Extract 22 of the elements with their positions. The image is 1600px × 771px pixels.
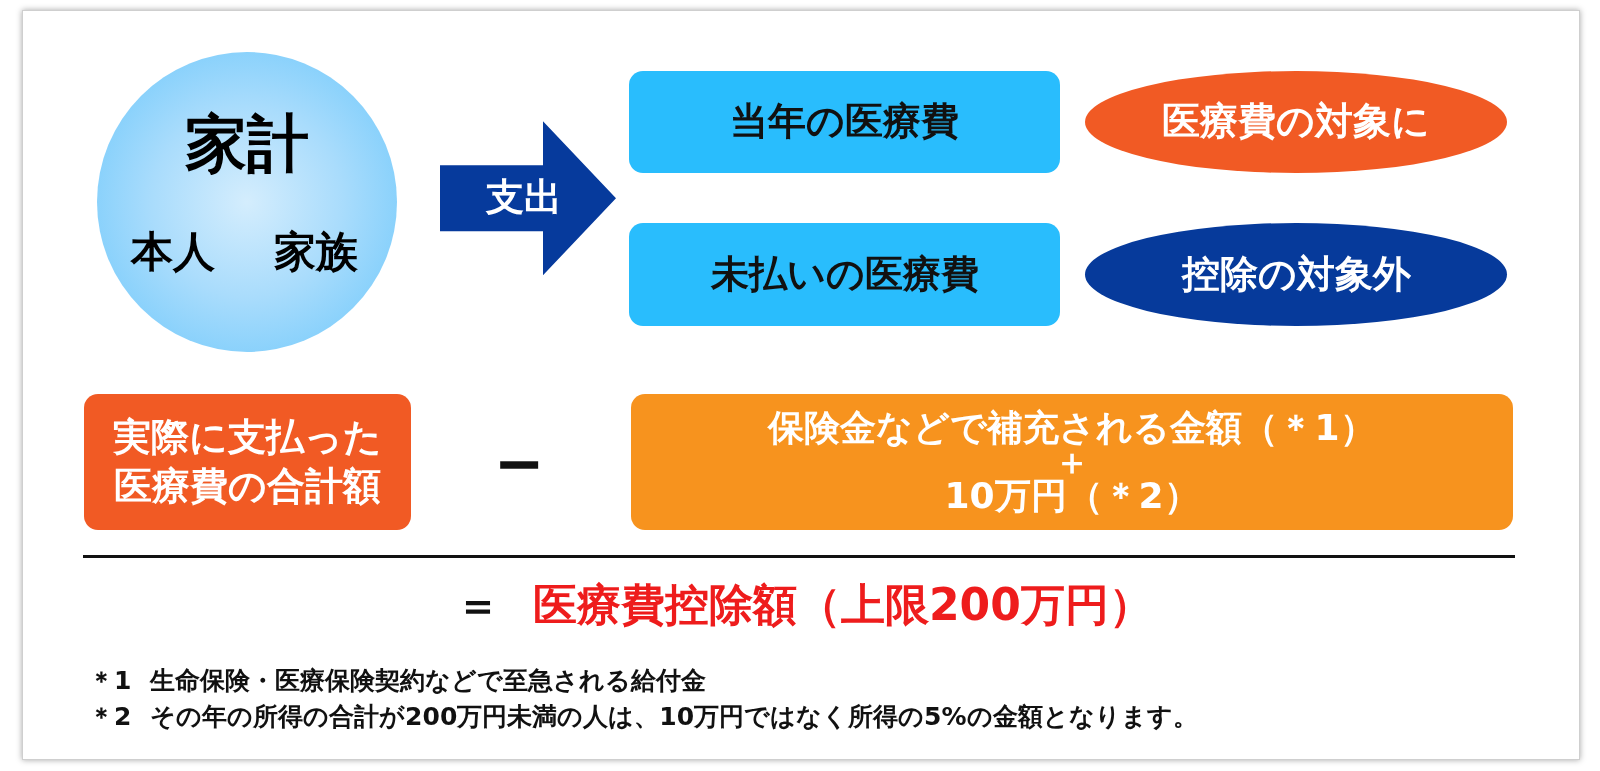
edge-label: 支出 xyxy=(486,176,563,221)
label-text: 保険金などで補充される金額（＊1） xyxy=(768,411,1376,445)
label-text: 未払いの医療費 xyxy=(710,252,979,297)
heading-text: 家計 xyxy=(185,108,309,180)
label-text: 控除の対象外 xyxy=(1181,252,1411,297)
block-arrow xyxy=(440,121,616,276)
footnote-text: ＊1 生命保険・医療保険契約などで至急される給付金 xyxy=(89,666,707,696)
label-text: 10万円（＊2） xyxy=(944,479,1200,513)
equals-sign: ＝ xyxy=(456,579,500,631)
footnote-text: ＊2 その年の所得の合計が200万円未満の人は、10万円ではなく所得の5%の金額となります。 xyxy=(89,702,1198,732)
label-text: 本人 xyxy=(131,227,215,277)
label-text: 当年の医療費 xyxy=(730,100,959,144)
label-text: 医療費の対象に xyxy=(1162,100,1430,144)
label-text: 家族 xyxy=(274,227,358,277)
rounded-box xyxy=(629,71,1060,173)
rounded-box xyxy=(631,394,1513,530)
label-text: 実際に支払った医療費の合計額 xyxy=(112,414,383,510)
plus-sign: ＋ xyxy=(1054,445,1090,479)
rounded-box xyxy=(84,394,411,530)
minus-sign: － xyxy=(479,415,559,507)
result-text: 医療費控除額（上限200万円） xyxy=(533,579,1153,631)
rounded-box xyxy=(629,223,1060,326)
